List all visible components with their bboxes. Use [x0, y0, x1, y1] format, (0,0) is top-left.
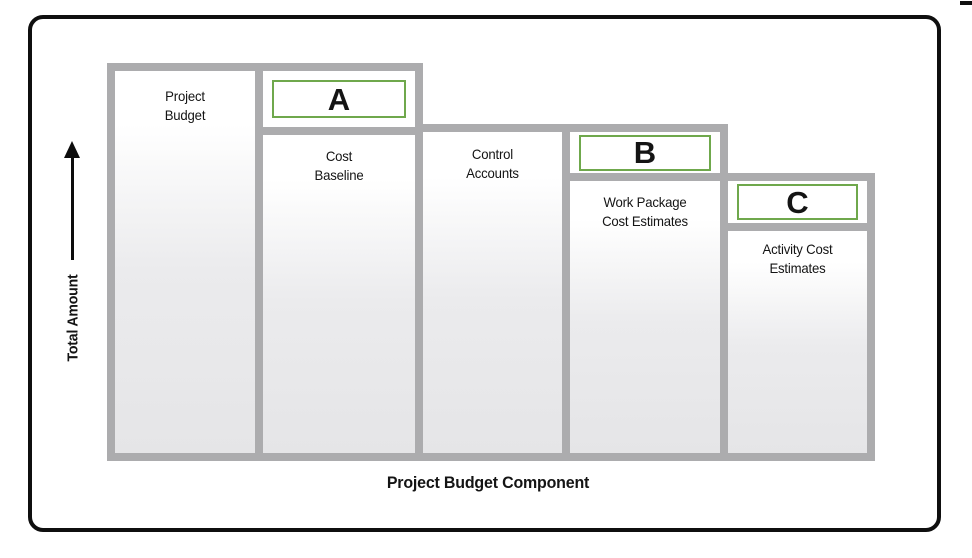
column-label-line: Activity Cost: [762, 241, 833, 257]
column-label-line: Cost: [325, 148, 353, 164]
answer-letter: A: [327, 81, 351, 117]
answer-letter: B: [633, 135, 657, 170]
column-project-budget: Project Budget: [107, 63, 263, 461]
column-work-package-cost-estimates: B Work Package Cost Estimates: [562, 124, 728, 461]
column-label: Activity Cost Estimates: [732, 231, 863, 278]
page-corner-mark: [960, 1, 972, 5]
column-divider: [570, 173, 720, 181]
column-project-budget-body: Project Budget: [115, 71, 255, 453]
column-work-package-cost-estimates-body: Work Package Cost Estimates: [570, 181, 720, 453]
column-label-line: Work Package: [603, 194, 687, 210]
column-activity-cost-estimates-body: Activity Cost Estimates: [728, 231, 867, 453]
column-label-line: Cost Estimates: [602, 213, 688, 229]
column-divider: [728, 223, 867, 231]
column-label-line: Budget: [164, 107, 206, 123]
column-cap: A: [263, 71, 415, 127]
column-label-line: Accounts: [466, 165, 519, 181]
column-label: Cost Baseline: [268, 135, 411, 185]
y-axis-label: Total Amount: [64, 274, 82, 362]
column-label-line: Estimates: [769, 260, 826, 276]
column-label-line: Control: [471, 146, 514, 162]
column-divider: [263, 127, 415, 135]
column-label: Control Accounts: [427, 132, 558, 183]
answer-box-a[interactable]: A: [272, 80, 406, 118]
column-cap: C: [728, 181, 867, 223]
column-control-accounts: Control Accounts: [415, 124, 570, 461]
column-activity-cost-estimates: C Activity Cost Estimates: [720, 173, 875, 461]
y-axis-arrow-line: [71, 157, 74, 260]
column-cap: B: [570, 132, 720, 173]
column-cost-baseline: A Cost Baseline: [255, 63, 423, 461]
column-label: Work Package Cost Estimates: [575, 181, 716, 231]
column-label-line: Project: [165, 88, 205, 104]
up-arrow-icon: [64, 141, 80, 158]
column-label-line: Baseline: [314, 167, 364, 183]
answer-letter: C: [786, 184, 809, 220]
x-axis-label: Project Budget Component: [386, 473, 590, 492]
answer-box-c[interactable]: C: [737, 184, 858, 220]
answer-box-b[interactable]: B: [579, 134, 711, 171]
column-control-accounts-body: Control Accounts: [423, 132, 562, 453]
column-cost-baseline-body: Cost Baseline: [263, 135, 415, 453]
column-label: Project Budget: [119, 71, 251, 125]
